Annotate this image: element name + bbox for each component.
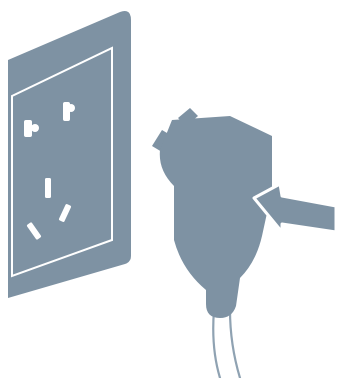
socket-slot-upper-left-round	[31, 124, 39, 132]
wall-socket-icon	[8, 11, 131, 298]
socket-slot-center	[45, 178, 51, 198]
power-plug-icon	[152, 108, 272, 318]
plug-body	[160, 116, 272, 318]
cable-right-strand	[230, 310, 240, 378]
socket-slot-upper-left	[24, 120, 32, 137]
cable-left-strand	[213, 310, 220, 378]
insert-arrow-icon	[254, 184, 336, 232]
power-cable	[213, 310, 240, 378]
socket-slot-upper-right-round	[67, 104, 75, 112]
